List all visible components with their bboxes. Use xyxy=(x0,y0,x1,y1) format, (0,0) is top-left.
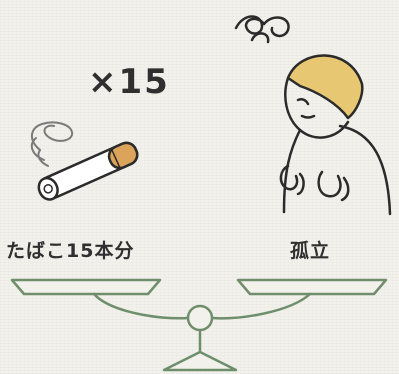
multiplier-text: ×15 xyxy=(88,62,170,102)
isolation-label: 孤立 xyxy=(290,240,331,262)
cigarette-icon xyxy=(37,141,139,201)
lonely-person-icon xyxy=(234,15,392,216)
cigarette-label: たばこ15本分 xyxy=(6,240,135,262)
balance-scale-icon xyxy=(10,278,388,372)
smoke-icon xyxy=(30,121,74,167)
